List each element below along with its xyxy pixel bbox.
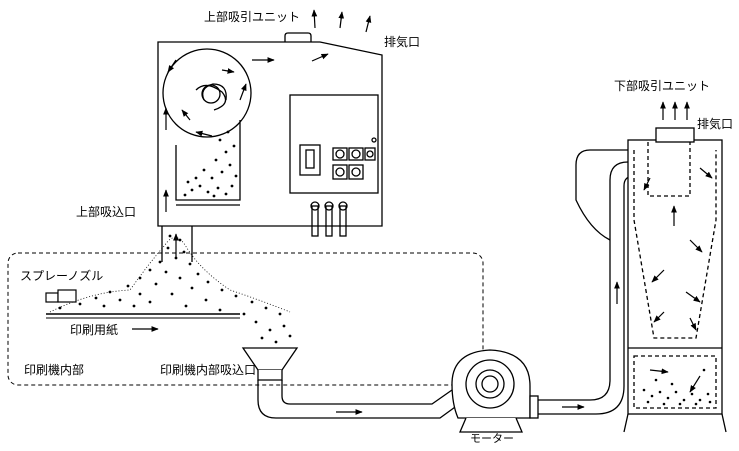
printing-paper xyxy=(46,313,240,319)
upper-suction-unit xyxy=(157,32,383,262)
label-spray-nozzle: スプレーノズル xyxy=(20,269,104,283)
fan-icon xyxy=(162,48,252,138)
spray-particles xyxy=(58,234,292,344)
label-lower-exhaust: 排気口 xyxy=(697,117,734,131)
label-printer-interior: 印刷機内部 xyxy=(24,363,85,377)
label-upper-inlet: 上部吸込口 xyxy=(76,205,137,219)
particles-lower xyxy=(642,368,712,406)
spray-cloud xyxy=(49,237,291,313)
control-panel xyxy=(289,94,379,194)
label-printer-interior-inlet: 印刷機内部吸込口 xyxy=(160,363,257,377)
label-printing-paper: 印刷用紙 xyxy=(70,323,119,337)
printer-interior-inlet xyxy=(241,347,299,381)
printer-interior-boundary xyxy=(7,252,484,386)
label-lower-suction-unit: 下部吸引ユニット xyxy=(614,79,711,93)
spray-nozzle xyxy=(45,289,77,303)
particles-upper xyxy=(183,130,238,198)
motor xyxy=(451,349,539,433)
label-upper-suction-unit: 上部吸引ユニット xyxy=(204,10,301,24)
label-motor: モーター xyxy=(470,432,514,445)
duct xyxy=(257,149,635,419)
label-upper-exhaust: 排気口 xyxy=(384,35,421,49)
lower-suction-unit xyxy=(623,127,727,433)
